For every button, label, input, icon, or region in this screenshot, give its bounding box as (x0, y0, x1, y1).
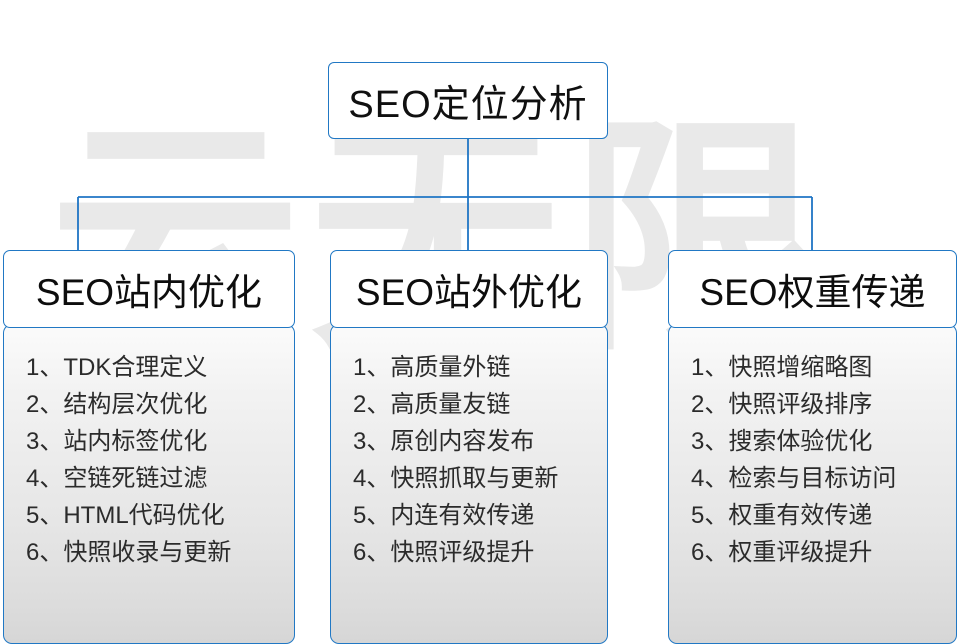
list-item: 3、原创内容发布 (353, 428, 535, 455)
list-item: 2、结构层次优化 (26, 391, 208, 418)
list-item: 2、快照评级排序 (691, 391, 873, 418)
list-item: 4、空链死链过滤 (26, 465, 208, 492)
list-item: 1、高质量外链 (353, 354, 511, 381)
branch-list-3: 1、快照增缩略图 2、快照评级排序 3、搜索体验优化 4、检索与目标访问 5、权… (669, 349, 956, 571)
list-item: 5、HTML代码优化 (26, 502, 225, 529)
list-item: 3、站内标签优化 (26, 428, 208, 455)
list-item: 4、检索与目标访问 (691, 465, 897, 492)
branch-header-1[interactable]: SEO站内优化 (3, 250, 295, 328)
list-item: 5、权重有效传递 (691, 502, 873, 529)
list-item: 3、搜索体验优化 (691, 428, 873, 455)
branch-list-2: 1、高质量外链 2、高质量友链 3、原创内容发布 4、快照抓取与更新 5、内连有… (331, 349, 607, 571)
list-item: 6、权重评级提升 (691, 539, 873, 566)
branch-header-label-3: SEO权重传递 (699, 272, 926, 313)
list-item: 6、快照评级提升 (353, 539, 535, 566)
root-node[interactable]: SEO定位分析 (328, 62, 608, 139)
list-item: 4、快照抓取与更新 (353, 465, 559, 492)
branch-header-label-1: SEO站内优化 (35, 272, 263, 313)
branch-body-2: 1、高质量外链 2、高质量友链 3、原创内容发布 4、快照抓取与更新 5、内连有… (330, 324, 608, 644)
branch-header-label-2: SEO站外优化 (355, 272, 583, 313)
list-item: 6、快照收录与更新 (26, 539, 232, 566)
list-item: 1、快照增缩略图 (691, 354, 873, 381)
branch-header-3[interactable]: SEO权重传递 (668, 250, 957, 328)
branch-body-3: 1、快照增缩略图 2、快照评级排序 3、搜索体验优化 4、检索与目标访问 5、权… (668, 324, 957, 644)
branch-list-1: 1、TDK合理定义 2、结构层次优化 3、站内标签优化 4、空链死链过滤 5、H… (4, 349, 294, 571)
list-item: 5、内连有效传递 (353, 502, 535, 529)
root-node-label: SEO定位分析 (348, 84, 588, 126)
branch-body-1: 1、TDK合理定义 2、结构层次优化 3、站内标签优化 4、空链死链过滤 5、H… (3, 324, 295, 644)
list-item: 2、高质量友链 (353, 391, 511, 418)
branch-header-2[interactable]: SEO站外优化 (330, 250, 608, 328)
list-item: 1、TDK合理定义 (26, 354, 208, 381)
